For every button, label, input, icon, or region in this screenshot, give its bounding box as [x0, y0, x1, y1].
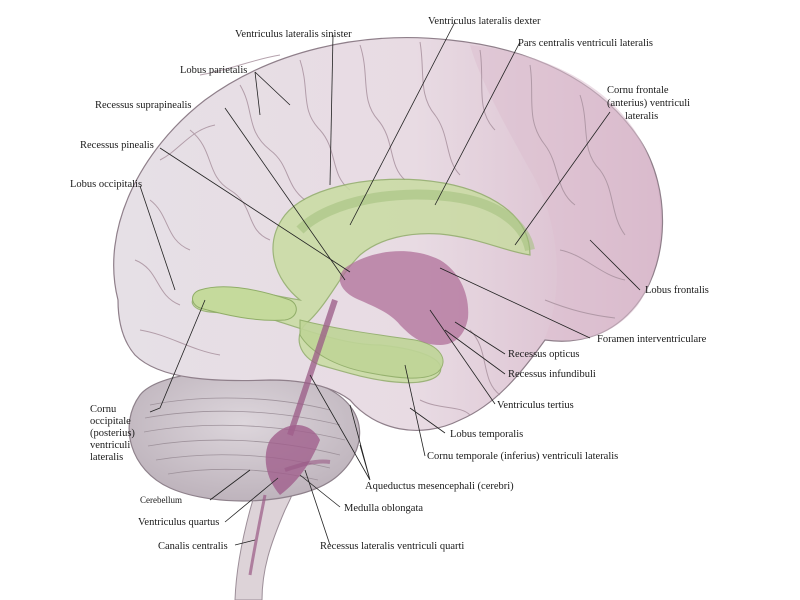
ventricle-body-highlight	[296, 189, 535, 252]
cerebellum-shape	[128, 370, 361, 502]
temporal-horn	[299, 319, 444, 379]
occipital-horn	[192, 286, 297, 321]
label-recessus-lateralis: Recessus lateralis ventriculi quarti	[320, 541, 464, 552]
label-cornu-frontale-line3: lateralis	[625, 111, 658, 122]
fourth-ventricle	[265, 425, 320, 495]
label-cornu-occipitale-line4: ventriculi	[90, 440, 130, 451]
label-lobus-parietalis: Lobus parietalis	[180, 65, 247, 76]
label-canalis-centralis: Canalis centralis	[158, 541, 228, 552]
label-cornu-frontale-line1: Cornu frontale	[607, 85, 669, 96]
label-ventriculus-lateralis-dexter: Ventriculus lateralis dexter	[428, 16, 541, 27]
label-cornu-occipitale-line5: lateralis	[90, 452, 123, 463]
label-cornu-occipitale-line1: Cornu	[90, 404, 117, 415]
label-medulla-oblongata: Medulla oblongata	[344, 503, 423, 514]
label-ventriculus-tertius: Ventriculus tertius	[497, 400, 574, 411]
label-cornu-frontale-line2: (anterius) ventriculi	[607, 98, 690, 109]
label-recessus-opticus: Recessus opticus	[508, 349, 579, 360]
label-cornu-temporale: Cornu temporale (inferius) ventriculi la…	[427, 451, 618, 462]
frontal-lobe-tint	[470, 45, 661, 341]
label-aqueductus: Aqueductus mesencephali (cerebri)	[365, 481, 514, 492]
label-recessus-suprapinealis: Recessus suprapinealis	[95, 100, 192, 111]
label-cornu-occipitale-line3: (posterius)	[90, 428, 135, 439]
cortical-sulci	[134, 41, 626, 416]
label-lobus-occipitalis: Lobus occipitalis	[70, 179, 142, 190]
leader-lines	[139, 21, 641, 546]
label-lobus-frontalis: Lobus frontalis	[645, 285, 709, 296]
label-lobus-temporalis: Lobus temporalis	[450, 429, 523, 440]
central-canal	[248, 494, 267, 576]
label-foramen-interventriculare: Foramen interventriculare	[597, 334, 707, 345]
label-ventriculus-quartus: Ventriculus quartus	[138, 517, 219, 528]
lateral-recess	[284, 459, 331, 472]
label-ventriculus-lateralis-sinister: Ventriculus lateralis sinister	[235, 29, 352, 40]
aqueduct	[287, 299, 338, 436]
labels: Ventriculus lateralis sinister Ventricul…	[70, 16, 709, 552]
third-ventricle	[339, 251, 469, 345]
label-cornu-occipitale-line2: occipitale	[90, 416, 131, 427]
label-pars-centralis: Pars centralis ventriculi lateralis	[518, 38, 653, 49]
label-cerebellum: Cerebellum	[140, 495, 182, 505]
label-recessus-pinealis: Recessus pinealis	[80, 140, 154, 151]
label-recessus-infundibuli: Recessus infundibuli	[508, 369, 596, 380]
